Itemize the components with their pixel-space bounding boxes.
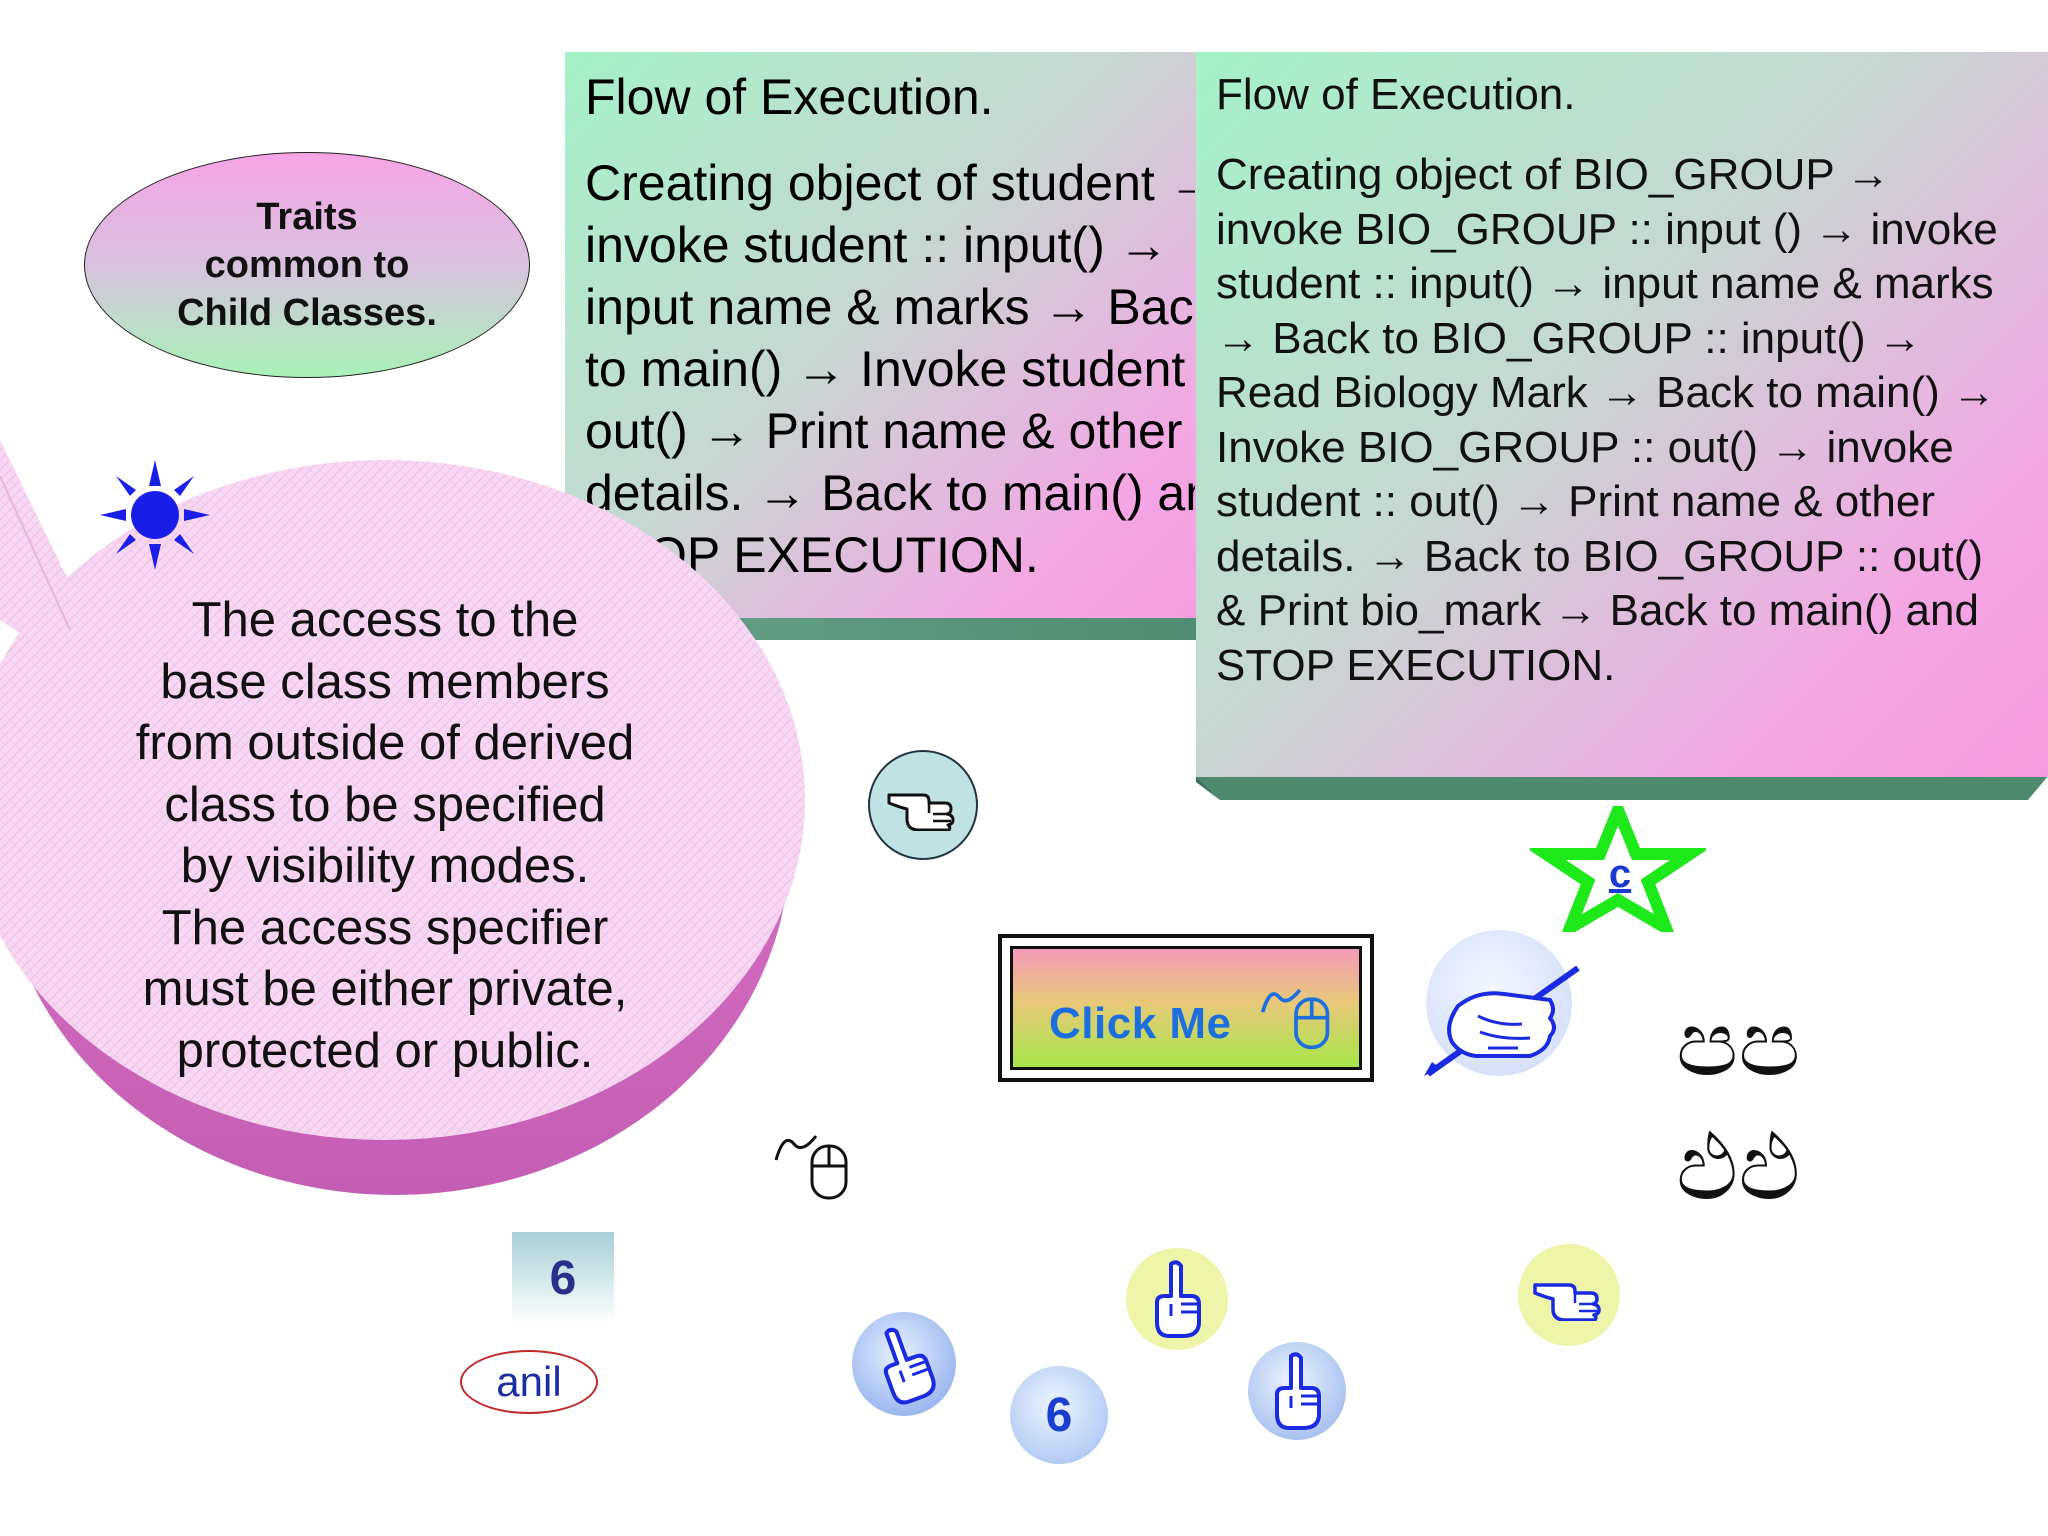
panel-line: details. → Back to BIO_GROUP :: out() bbox=[1216, 531, 1984, 581]
mouse-icon bbox=[1260, 988, 1330, 1050]
traits-label: Traits common to Child Classes. bbox=[177, 193, 437, 337]
raised-finger-icon bbox=[1155, 1260, 1201, 1338]
number-circle[interactable]: 6 bbox=[1010, 1366, 1108, 1464]
pointing-hand-icon bbox=[887, 793, 955, 831]
raised-finger-button[interactable] bbox=[852, 1312, 956, 1416]
traits-line: Child Classes. bbox=[177, 292, 437, 334]
mouse-icon[interactable] bbox=[772, 1122, 852, 1202]
panel-line: out() → Print name & other bbox=[585, 403, 1183, 459]
pointing-hand-icon bbox=[1533, 1283, 1601, 1321]
ornament-bottom: ඵඵ bbox=[1676, 1114, 1801, 1221]
panel-line: input name & marks → Back bbox=[585, 279, 1195, 335]
click-me-face: Click Me bbox=[1010, 946, 1362, 1070]
flow-panel-student-content: Flow of Execution. Creating object of st… bbox=[565, 52, 1195, 618]
panel-title: Flow of Execution. bbox=[585, 69, 994, 125]
panel-right-shadow bbox=[1196, 776, 2048, 800]
slide-number-box: 6 bbox=[512, 1232, 614, 1324]
slide-number: 6 bbox=[549, 1251, 577, 1305]
panel-line: details. → Back to main() and bbox=[585, 465, 1195, 521]
traits-line: common to bbox=[204, 244, 410, 286]
bubble-line: base class members bbox=[160, 654, 610, 709]
panel-line: & Print bio_mark → Back to main() and bbox=[1216, 586, 1979, 635]
panel-line: to main() → Invoke student :: bbox=[585, 341, 1195, 397]
panel-line: Creating object of BIO_GROUP → bbox=[1216, 150, 1891, 199]
ornament-top: පප bbox=[1676, 990, 1801, 1097]
bubble-line: must be either private, bbox=[142, 962, 628, 1016]
bubble-text: The access to the base class members fro… bbox=[100, 590, 670, 1082]
speech-bubble bbox=[0, 440, 805, 1195]
panel-line: invoke BIO_GROUP :: input () → invoke bbox=[1216, 204, 1998, 254]
panel-body: Creating object of student → invoke stud… bbox=[585, 152, 1195, 586]
sun-icon[interactable] bbox=[100, 460, 210, 570]
raised-finger-button[interactable] bbox=[1248, 1342, 1346, 1440]
flow-panel-bio-group: Flow of Execution. Creating object of BI… bbox=[1196, 52, 2048, 777]
panel-line: → Back to BIO_GROUP :: input() → bbox=[1216, 313, 1922, 363]
panel-line: STOP EXECUTION. bbox=[1216, 640, 1616, 690]
bubble-line: The access specifier bbox=[161, 900, 609, 955]
number-circle-label: 6 bbox=[1045, 1388, 1073, 1442]
star-icon[interactable] bbox=[1530, 806, 1706, 932]
bubble-line: protected or public. bbox=[176, 1023, 594, 1078]
raised-finger-icon bbox=[883, 1327, 936, 1405]
bubble-line: by visibility modes. bbox=[180, 839, 590, 893]
raised-finger-button[interactable] bbox=[1126, 1248, 1228, 1350]
bubble-line: The access to the bbox=[191, 593, 579, 647]
panel-line: Invoke BIO_GROUP :: out() → invoke bbox=[1216, 422, 1954, 472]
pointing-hand-button[interactable] bbox=[868, 750, 978, 860]
panel-body: Creating object of BIO_GROUP → invoke BI… bbox=[1216, 148, 2028, 693]
star-link-letter[interactable]: c bbox=[1608, 852, 1632, 896]
traits-line: Traits bbox=[256, 196, 358, 238]
click-me-button[interactable]: Click Me bbox=[998, 934, 1374, 1082]
panel-line: invoke student :: input() → bbox=[585, 217, 1169, 273]
pointing-hand-button[interactable] bbox=[1518, 1244, 1620, 1346]
click-me-label: Click Me bbox=[1049, 999, 1232, 1048]
flow-panel-student bbox=[565, 52, 1255, 618]
author-tag: anil bbox=[460, 1350, 598, 1414]
traits-ellipse: Traits common to Child Classes. bbox=[84, 152, 530, 378]
writing-hand-icon bbox=[1424, 966, 1580, 1077]
panel-title: Flow of Execution. bbox=[1216, 70, 1576, 119]
panel-line: Read Biology Mark → Back to main() → bbox=[1216, 368, 1997, 417]
bubble-line: class to be specified bbox=[164, 777, 606, 832]
raised-finger-icon bbox=[1275, 1352, 1321, 1430]
panel-line: student :: out() → Print name & other bbox=[1216, 477, 1935, 526]
panel-line: student :: input() → input name & marks bbox=[1216, 259, 1994, 308]
bubble-line: from outside of derived bbox=[135, 716, 635, 770]
panel-line: Creating object of student → bbox=[585, 155, 1195, 211]
